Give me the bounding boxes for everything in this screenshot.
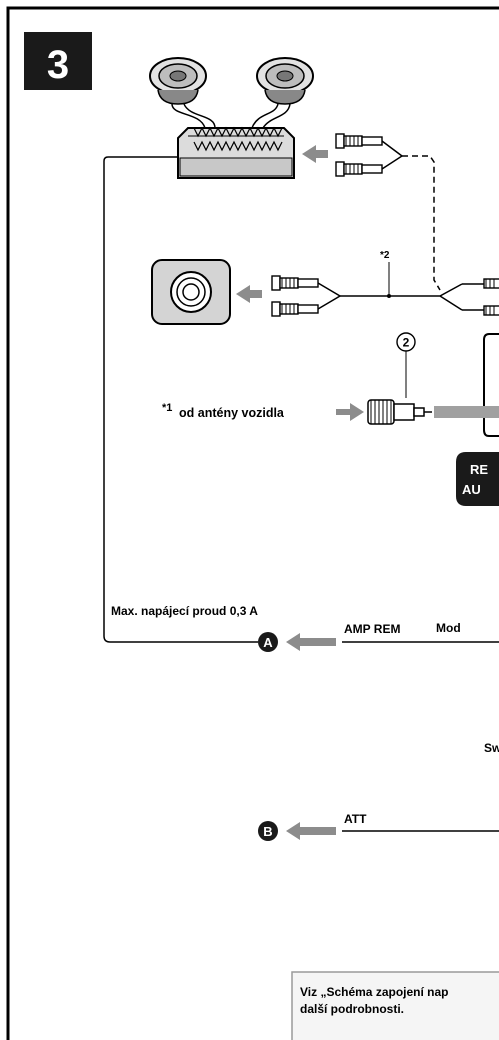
outer-frame [6,6,499,1040]
rca-plug-sub-bottom [271,301,319,317]
antenna-cable [434,406,499,418]
arrow-antenna [336,403,364,421]
arrow-to-subwoofer [236,285,262,303]
note-line-2: další podrobnosti. [300,1002,404,1016]
arrow-to-b [286,822,336,840]
mode-label-cut: Mod [436,621,461,635]
step-number: 3 [47,43,69,87]
marker-a-text: A [263,635,273,650]
rem-audio-label: RE AU [456,452,499,506]
rca-plug-amp-bottom [335,161,383,177]
max-current-label: Max. napájecí proud 0,3 A [111,604,258,618]
antenna-adapter [367,399,432,425]
arrow-into-amplifier [302,145,328,163]
speaker-left [149,57,207,105]
note-box: Viz „Schéma zapojení nap další podrobnos… [291,971,499,1040]
rca-plugs-head-unit [483,278,499,316]
rca-plug-sub-top [271,275,319,291]
marker-b-text: B [263,824,272,839]
rem-audio-line2: AU [462,482,481,497]
sw-label-cut: Sw [484,741,499,755]
rca-plug-amp-top [335,133,383,149]
subwoofer [151,259,231,325]
note-line-1: Viz „Schéma zapojení nap [300,985,449,999]
amp-rem-label: AMP REM [344,622,400,636]
head-unit-edge [483,333,499,437]
arrow-to-a [286,633,336,651]
amplifier [177,126,295,179]
step-badge: 3 [24,32,92,90]
amp-rem-wire [103,156,258,643]
marker-b: B [258,821,278,841]
rca-cable [340,283,463,311]
rem-audio-line1: RE [470,462,488,477]
antenna-asterisk: *1 [162,402,172,414]
dashed-cable [402,155,441,291]
marker-a: A [258,632,278,652]
att-label: ATT [344,812,367,826]
connector-num-text: 2 [403,336,410,350]
antenna-label: od antény vozidla [179,406,285,420]
connector-number: 2 [396,332,416,352]
speaker-right [256,57,314,105]
note-mark-2: *2 [380,250,390,261]
